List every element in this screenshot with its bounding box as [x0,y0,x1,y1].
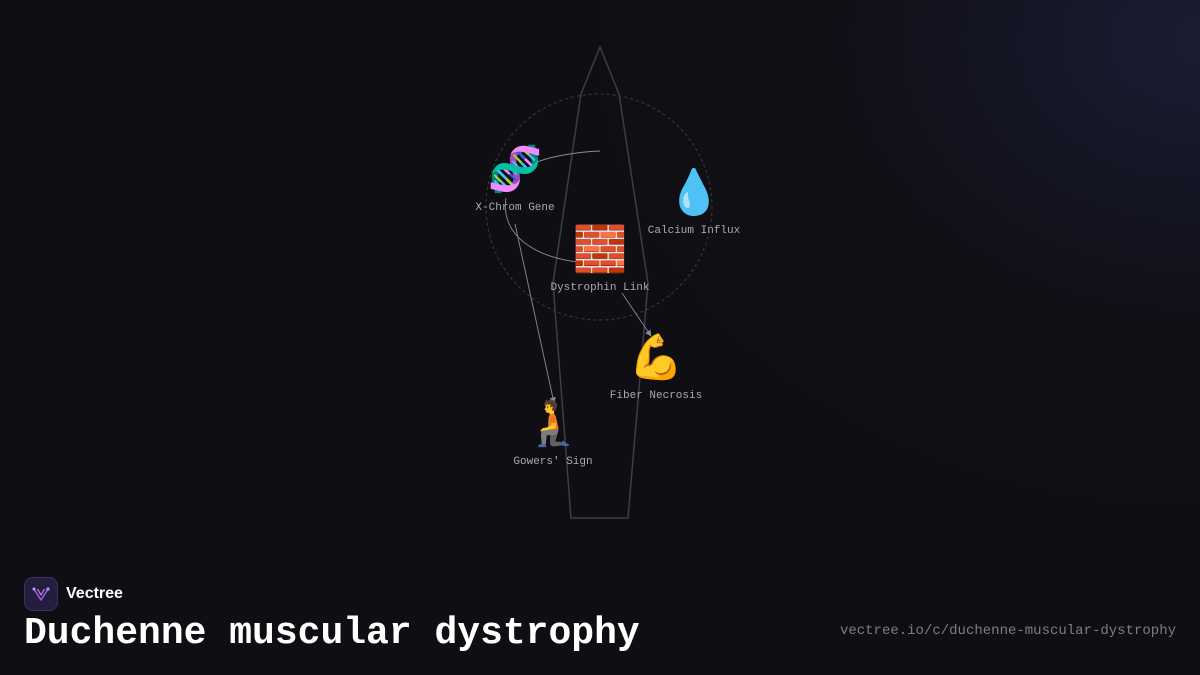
flexed-biceps-icon: 💪 [628,336,684,386]
page-url[interactable]: vectree.io/c/duchenne-muscular-dystrophy [839,623,1176,639]
node-fiber-necrosis[interactable]: 💪 Fiber Necrosis [610,336,702,402]
vectree-logo-icon [24,577,58,611]
node-dystrophin-link[interactable]: 🧱 Dystrophin Link [550,228,649,294]
tree-outline [552,44,649,519]
core-ring [485,93,713,321]
node-label: Calcium Influx [647,225,741,237]
node-label: Fiber Necrosis [609,390,703,402]
connector-crown-to-gene [534,150,601,164]
node-label: Gowers' Sign [513,456,593,468]
node-x-chrom-gene[interactable]: 🧬 X-Chrom Gene [475,148,554,214]
node-calcium-influx[interactable]: 💧 Calcium Influx [648,171,740,237]
node-label: Dystrophin Link [550,282,650,294]
page-title: Duchenne muscular dystrophy [24,612,640,655]
node-gowers-sign[interactable]: 🧎 Gowers' Sign [513,402,592,468]
connector-dystrophin-to-necrosis [621,292,652,337]
kneeling-person-icon: 🧎 [525,402,581,452]
droplet-icon: 💧 [666,171,722,221]
brick-icon: 🧱 [572,228,628,278]
dna-icon: 🧬 [487,148,543,198]
brand[interactable]: Vectree [24,577,123,611]
brand-name: Vectree [66,585,123,602]
connector-gene-to-dystrophin [504,197,579,263]
connector-gene-to-gowers [514,223,556,404]
node-label: X-Chrom Gene [475,202,555,214]
